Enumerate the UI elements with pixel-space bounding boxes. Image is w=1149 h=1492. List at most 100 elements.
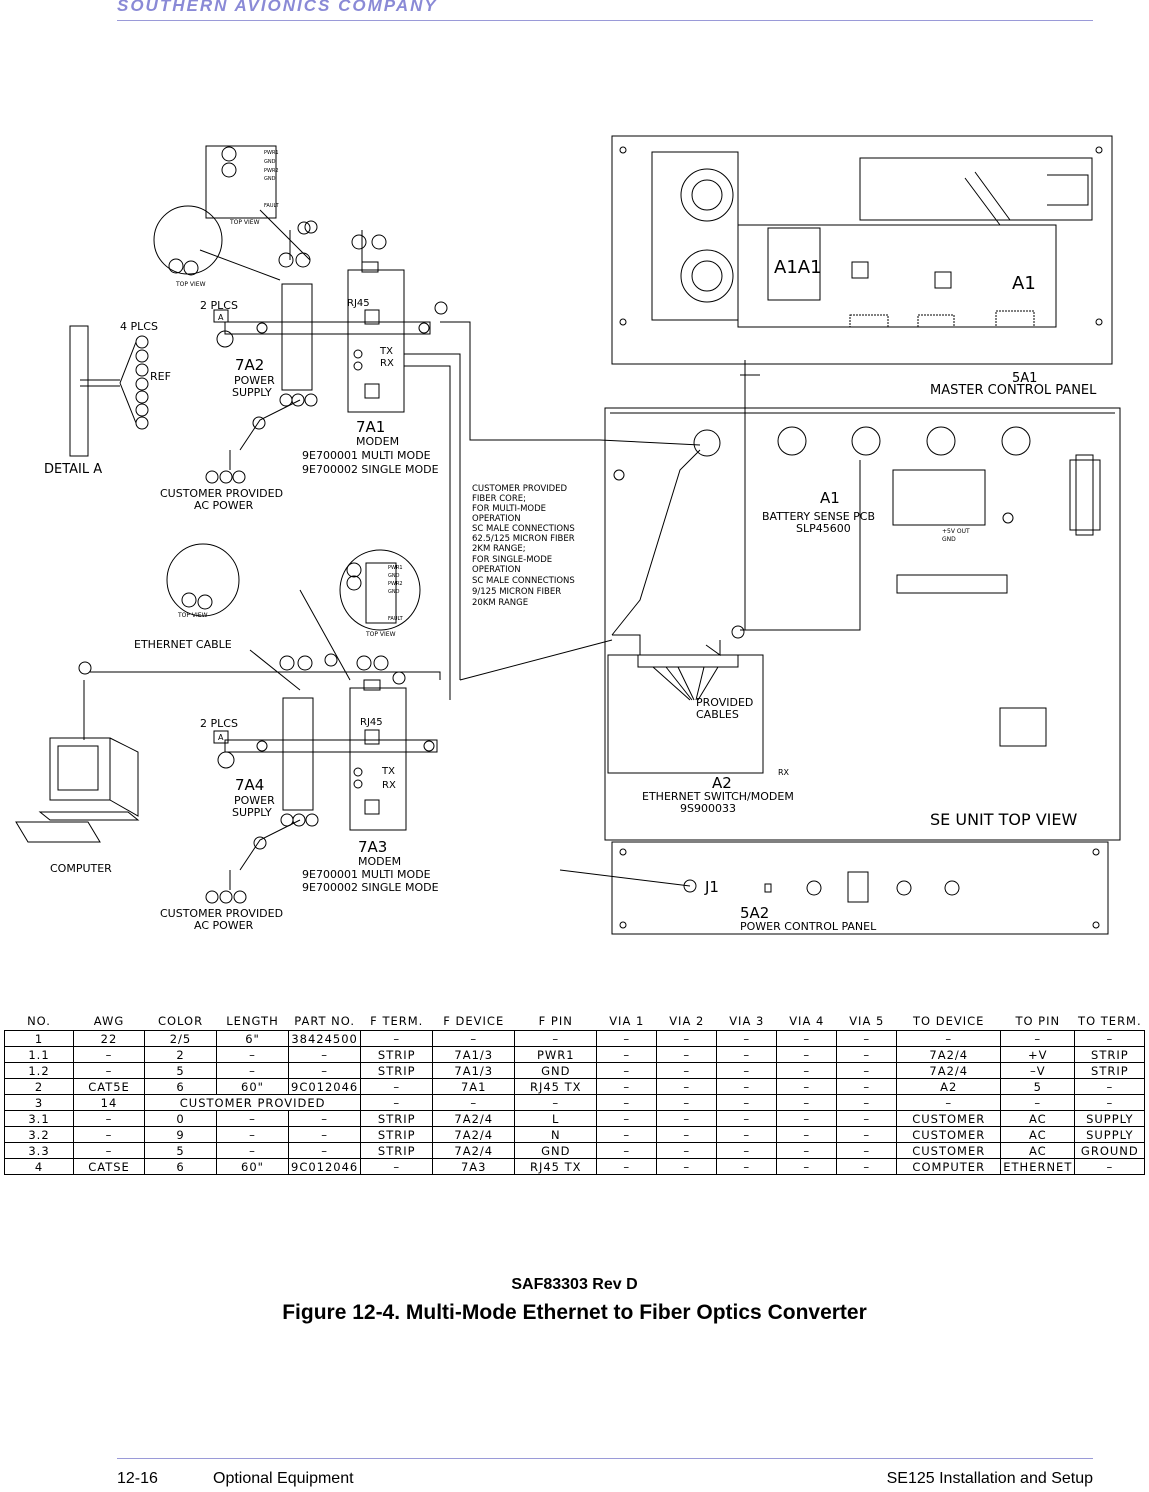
table-cell: – bbox=[216, 1126, 289, 1143]
svg-text:20KM RANGE: 20KM RANGE bbox=[472, 598, 528, 608]
lower-pin-circles bbox=[78, 562, 745, 904]
lower-converter bbox=[83, 360, 861, 890]
table-cell: – bbox=[776, 1094, 838, 1111]
table-cell: – bbox=[1074, 1078, 1146, 1095]
table-cell: 60" bbox=[216, 1078, 289, 1095]
table-cell: SUPPLY bbox=[1074, 1126, 1146, 1143]
col-via4: VIA 4 bbox=[789, 1013, 825, 1028]
table-cell: – bbox=[73, 1110, 145, 1127]
col-via2: VIA 2 bbox=[669, 1013, 705, 1028]
battery-sense-label: BATTERY SENSE PCB bbox=[762, 510, 875, 523]
table-cell: – bbox=[514, 1094, 598, 1111]
power-label-upper: POWER bbox=[234, 374, 275, 387]
a1-label: A1 bbox=[1012, 273, 1036, 294]
table-cell: – bbox=[287, 1062, 362, 1079]
svg-text:SC MALE CONNECTIONS: SC MALE CONNECTIONS bbox=[472, 524, 575, 534]
table-cell: CAT5E bbox=[73, 1078, 145, 1095]
table-cell: – bbox=[836, 1078, 898, 1095]
table-cell: – bbox=[776, 1110, 838, 1127]
table-cell: 2 bbox=[144, 1046, 217, 1063]
table-cell: – bbox=[716, 1062, 778, 1079]
a1-battery-label: A1 bbox=[820, 489, 840, 507]
table-cell: 6 bbox=[144, 1078, 217, 1095]
table-cell: 9C012046 bbox=[287, 1078, 362, 1095]
table-cell: – bbox=[776, 1126, 838, 1143]
top-view-upper-2: TOP VIEW bbox=[175, 281, 206, 288]
col-awg: AWG bbox=[93, 1013, 125, 1028]
page-number: 12-16 bbox=[117, 1470, 158, 1487]
table-cell: – bbox=[836, 1046, 898, 1063]
table-cell: – bbox=[776, 1062, 838, 1079]
box-a-upper: A bbox=[218, 313, 224, 322]
table-cell: – bbox=[656, 1094, 718, 1111]
wiring-table: NO. AWG COLOR LENGTH PART NO. F TERM. F … bbox=[4, 1011, 1146, 1175]
table-cell: – bbox=[360, 1078, 434, 1095]
table-cell: – bbox=[1000, 1094, 1076, 1111]
table-cell: COMPUTER bbox=[896, 1158, 1002, 1175]
table-cell: – bbox=[656, 1158, 718, 1175]
supply-label-lower: SUPPLY bbox=[232, 806, 272, 819]
table-cell: 1.2 bbox=[4, 1062, 74, 1079]
table-cell: RJ45 TX bbox=[514, 1158, 598, 1175]
col-to-term: TO TERM. bbox=[1078, 1013, 1142, 1028]
table-cell: – bbox=[716, 1046, 778, 1063]
table-cell: – bbox=[1074, 1158, 1146, 1175]
table-cell: – bbox=[716, 1126, 778, 1143]
table-cell: AC bbox=[1000, 1110, 1076, 1127]
pwr2-upper: PWR2 bbox=[264, 168, 279, 174]
table-cell: – bbox=[776, 1030, 838, 1047]
table-cell: 1 bbox=[4, 1030, 74, 1047]
table-cell: CATSE bbox=[73, 1158, 145, 1175]
supply-label-upper: SUPPLY bbox=[232, 386, 272, 399]
table-cell: A2 bbox=[896, 1078, 1002, 1095]
modem-label-upper: MODEM bbox=[356, 435, 399, 448]
table-cell: 3.2 bbox=[4, 1126, 74, 1143]
table-cell: 3 bbox=[4, 1094, 74, 1111]
svg-text:CUSTOMER PROVIDED: CUSTOMER PROVIDED bbox=[472, 484, 568, 494]
ac-power-lower: AC POWER bbox=[194, 919, 254, 932]
table-cell: STRIP bbox=[360, 1046, 434, 1063]
j1-label: J1 bbox=[704, 878, 719, 896]
col-to-pin: TO PIN bbox=[1015, 1013, 1061, 1028]
modem-label-lower: MODEM bbox=[358, 855, 401, 868]
footer-rule bbox=[117, 1458, 1093, 1459]
table-cell: – bbox=[836, 1142, 898, 1159]
svg-text:FOR SINGLE-MODE: FOR SINGLE-MODE bbox=[472, 555, 552, 565]
table-cell: – bbox=[596, 1046, 658, 1063]
single-mode-upper: 9E700002 SINGLE MODE bbox=[302, 463, 439, 476]
table-cell: STRIP bbox=[360, 1062, 434, 1079]
table-cell: – bbox=[776, 1078, 838, 1095]
table-cell: CUSTOMER PROVIDED bbox=[143, 1094, 362, 1111]
2-plcs-upper: 2 PLCS bbox=[200, 299, 238, 312]
table-cell: +V bbox=[1000, 1046, 1076, 1063]
power-control-panel-label: POWER CONTROL PANEL bbox=[740, 920, 877, 933]
svg-text:SC MALE CONNECTIONS: SC MALE CONNECTIONS bbox=[472, 576, 575, 586]
table-cell: – bbox=[216, 1062, 289, 1079]
col-via3: VIA 3 bbox=[729, 1013, 765, 1028]
table-cell: 6 bbox=[144, 1158, 217, 1175]
table-cell: 7A2/4 bbox=[896, 1062, 1002, 1079]
4-plcs-label: 4 PLCS bbox=[120, 320, 158, 333]
table-cell: – bbox=[596, 1142, 658, 1159]
detail-a-label: DETAIL A bbox=[44, 462, 102, 477]
table-cell: – bbox=[596, 1110, 658, 1127]
rj45-lower: RJ45 bbox=[360, 717, 383, 728]
table-cell: – bbox=[432, 1030, 516, 1047]
rx-upper: RX bbox=[380, 358, 394, 369]
table-cell: –V bbox=[1000, 1062, 1076, 1079]
table-cell: 5 bbox=[144, 1062, 217, 1079]
table-cell: 7A2/4 bbox=[896, 1046, 1002, 1063]
wiring-diagram: A1A1 A1 5A1 MASTER CONTROL PANEL A1 BATT… bbox=[15, 135, 1121, 935]
table-cell: – bbox=[596, 1126, 658, 1143]
7a3-label: 7A3 bbox=[358, 838, 387, 856]
table-cell: STRIP bbox=[360, 1110, 434, 1127]
ethernet-cable-label: ETHERNET CABLE bbox=[134, 638, 232, 651]
table-cell: GND bbox=[514, 1062, 598, 1079]
table-cell: L bbox=[514, 1110, 598, 1127]
table-cell: – bbox=[716, 1142, 778, 1159]
table-cell: 38424500 bbox=[287, 1030, 362, 1047]
tx-upper: TX bbox=[379, 346, 393, 357]
table-cell: – bbox=[716, 1030, 778, 1047]
